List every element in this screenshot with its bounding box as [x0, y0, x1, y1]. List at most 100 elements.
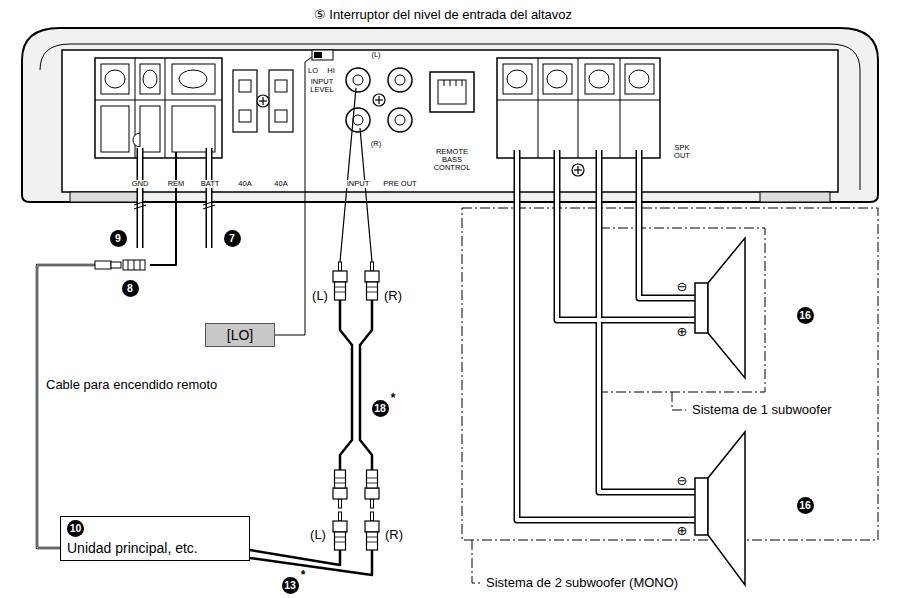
system-outlines	[462, 208, 878, 583]
callout-number: 16	[797, 307, 814, 324]
part-label: (R)	[383, 528, 405, 542]
path-shape	[340, 88, 356, 262]
line-shape	[538, 58, 539, 158]
ellipse-shape	[143, 70, 157, 88]
part-label: 40A	[237, 180, 252, 188]
path-shape	[37, 265, 95, 548]
path-shape	[206, 148, 213, 248]
part-label: LO	[307, 67, 319, 75]
remote-connector	[95, 260, 145, 270]
ellipse-shape	[105, 70, 125, 88]
rect-shape	[95, 58, 222, 158]
line-shape	[165, 58, 166, 158]
path-shape	[517, 149, 695, 520]
fuses	[233, 70, 293, 132]
part-label: SPK OUT	[667, 144, 697, 161]
polarity-mark: ⊕	[677, 325, 688, 339]
part-label: (R)	[382, 289, 404, 303]
head-unit-box: 10Unidad principal, etc.	[60, 516, 250, 561]
wires	[37, 57, 695, 575]
circle-shape	[346, 68, 370, 92]
line-shape	[140, 260, 141, 270]
part-label: (L)	[310, 289, 330, 303]
g-shape	[140, 147, 695, 520]
footnote-mark: *	[391, 392, 396, 405]
rect-shape	[123, 260, 145, 270]
polarity-mark: ⊕	[677, 524, 688, 538]
rect-shape	[239, 80, 251, 92]
part-label: BATT	[200, 180, 221, 188]
ellipse-shape	[547, 70, 567, 88]
use-shape	[365, 512, 379, 550]
rect-shape	[543, 64, 572, 94]
path-shape	[708, 238, 745, 378]
path-shape	[134, 201, 146, 205]
use-shape	[373, 94, 385, 106]
box-text: Unidad principal, etc.	[67, 540, 241, 556]
path-shape	[472, 540, 480, 583]
path-shape	[672, 392, 686, 410]
remote-jack	[430, 72, 474, 112]
part-label: (R)	[370, 140, 382, 148]
rect-shape	[760, 192, 830, 202]
part-label: PRE OUT	[382, 180, 417, 188]
circle-shape	[346, 108, 370, 132]
path-shape	[517, 150, 695, 520]
part-label: INPUT LEVEL	[307, 78, 337, 95]
rect-shape	[140, 64, 160, 94]
circle-shape	[395, 75, 405, 85]
part-label: REM	[167, 180, 186, 188]
line-shape	[444, 80, 445, 86]
callout-number: 10	[67, 520, 84, 537]
rect-shape	[95, 261, 111, 269]
rect-shape	[62, 50, 838, 192]
ellipse-shape	[507, 70, 527, 88]
polarity-mark: ⊖	[677, 280, 688, 294]
setting-box: [LO]	[205, 323, 275, 347]
power-terminal-block	[95, 58, 222, 158]
circle-shape	[353, 75, 363, 85]
line-shape	[450, 80, 451, 86]
rect-shape	[239, 110, 251, 122]
line-shape	[134, 260, 135, 270]
use-shape	[333, 470, 347, 508]
use-shape	[333, 512, 347, 550]
path-shape	[557, 150, 695, 320]
rect-shape	[172, 64, 215, 94]
rect-shape	[312, 50, 333, 60]
line-shape	[497, 100, 660, 101]
path-shape	[137, 148, 144, 248]
rect-shape	[101, 64, 129, 94]
path-shape	[557, 149, 695, 320]
rect-shape	[101, 106, 129, 152]
path-shape	[203, 201, 215, 205]
path-shape	[360, 300, 372, 470]
rect-shape	[503, 64, 532, 94]
part-label: REMOTE BASS CONTROL	[428, 148, 476, 173]
path-shape	[22, 28, 878, 202]
rect-shape	[275, 110, 287, 122]
line-shape	[95, 100, 222, 101]
callout-number: 13	[282, 577, 299, 594]
rect-shape	[497, 58, 660, 158]
cable-label: Cable para encendido remoto	[44, 378, 219, 392]
use-shape	[333, 262, 347, 300]
rect-shape	[233, 70, 257, 132]
system-label: Sistema de 1 subwoofer	[690, 403, 833, 417]
box-text: [LO]	[214, 327, 266, 343]
rect-shape	[314, 52, 322, 58]
rect-shape	[269, 70, 293, 132]
path-shape	[639, 150, 695, 298]
line-shape	[578, 58, 579, 158]
path-shape	[150, 152, 176, 265]
circle-shape	[388, 108, 412, 132]
line-shape	[128, 260, 129, 270]
path-shape	[340, 300, 352, 470]
system-label: Sistema de 2 subwoofer (MONO)	[484, 576, 680, 590]
line-shape	[620, 58, 621, 158]
part-label: (L)	[308, 528, 328, 542]
use-shape	[365, 470, 379, 508]
callout-number: 8	[122, 280, 139, 297]
rect-shape	[695, 478, 708, 535]
rect-shape	[600, 228, 765, 392]
